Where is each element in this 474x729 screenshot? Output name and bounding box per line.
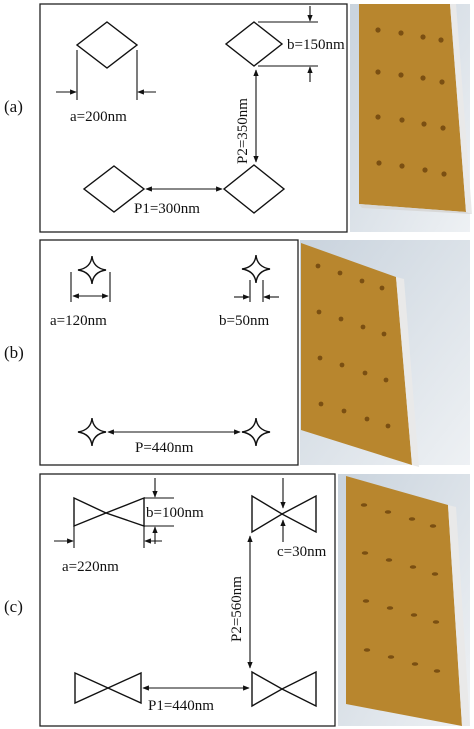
slab-hole (360, 324, 366, 330)
slab-hole (398, 30, 404, 36)
bowtie-top-right (251, 494, 317, 534)
slab-a-hole-array (375, 27, 447, 177)
slab-hole (408, 517, 416, 521)
slab-hole (339, 362, 345, 368)
slab-hole (337, 270, 343, 276)
panel-b-tag: (b) (4, 343, 24, 362)
label-p2: P2=350nm (235, 98, 251, 164)
slab-hole (379, 285, 385, 291)
panel-a-tag: (a) (4, 97, 23, 116)
label-b: b=50nm (219, 313, 269, 329)
star-top-right (241, 254, 271, 284)
slab-b-edge (396, 277, 419, 467)
slab-b-hole-array (315, 263, 391, 429)
slab-hole (432, 620, 440, 624)
slab-hole (387, 655, 395, 659)
slab-hole (422, 167, 428, 173)
diamond-bottom-left (82, 165, 146, 213)
panel-a: (a) a=200nm b=150nm P2=350nm P1=300nm (4, 3, 472, 233)
slab-hole (359, 278, 365, 284)
slab-hole (385, 423, 391, 429)
star-bottom-left (77, 417, 107, 447)
slab-hole (385, 558, 393, 562)
slab-hole (375, 114, 381, 120)
slab-c-hole-array (360, 503, 441, 673)
slab-hole (360, 503, 368, 507)
slab-hole (376, 160, 382, 166)
label-a: a=120nm (50, 313, 107, 329)
label-p1: P1=440nm (148, 698, 214, 714)
slab-hole (439, 79, 445, 85)
diamond-top-right (224, 21, 284, 67)
label-p: P=440nm (135, 440, 194, 456)
panel-c-tag: (c) (4, 597, 23, 616)
label-a: a=220nm (62, 559, 119, 575)
slab-b-face (301, 243, 412, 465)
label-p1: P1=300nm (134, 201, 200, 217)
label-b: b=150nm (287, 37, 345, 53)
slab-hole (381, 331, 387, 337)
slab-hole (317, 355, 323, 361)
slab-a-face (359, 4, 466, 212)
star-bottom-right (241, 417, 271, 447)
slab-hole (410, 613, 418, 617)
label-b: b=100nm (146, 505, 204, 521)
panel-b: (b) a=120nm b=50nm P=440nm (4, 239, 470, 467)
bowtie-bottom-left (74, 671, 142, 705)
slab-hole (411, 662, 419, 666)
slab-hole (341, 408, 347, 414)
slab-hole (398, 72, 404, 78)
slab-a-edge (450, 4, 472, 214)
label-p2: P2=560nm (229, 576, 245, 642)
slab-hole (338, 316, 344, 322)
slab-hole (363, 648, 371, 652)
star-top-left (77, 255, 107, 285)
slab-hole (386, 606, 394, 610)
slab-hole (362, 599, 370, 603)
slab-hole (441, 171, 447, 177)
slab-hole (420, 34, 426, 40)
slab-c-edge (448, 505, 470, 726)
slab-hole (375, 27, 381, 33)
slab-c-face (346, 476, 462, 726)
panel-c: (c) a=220nm b=100nm c=30nm P2=560nm P1=4… (4, 473, 470, 727)
slab-hole (364, 416, 370, 422)
bowtie-bottom-right (251, 670, 317, 708)
slab-hole (383, 377, 389, 383)
slab-hole (384, 510, 392, 514)
slab-hole (409, 565, 417, 569)
slab-a-bottom-edge (359, 204, 472, 214)
slab-hole (318, 401, 324, 407)
slab-hole (429, 524, 437, 528)
diamond-top-left (75, 21, 139, 69)
slab-hole (431, 572, 439, 576)
label-c: c=30nm (277, 544, 327, 560)
slab-hole (361, 551, 369, 555)
slab-hole (421, 121, 427, 127)
slab-hole (375, 69, 381, 75)
slab-hole (420, 75, 426, 81)
label-a: a=200nm (70, 109, 127, 125)
slab-hole (440, 125, 446, 131)
slab-hole (315, 263, 321, 269)
slab-hole (438, 37, 444, 43)
slab-hole (362, 370, 368, 376)
slab-hole (399, 163, 405, 169)
slab-hole (433, 669, 441, 673)
diamond-bottom-right (222, 164, 286, 214)
slab-hole (399, 117, 405, 123)
slab-hole (316, 309, 322, 315)
